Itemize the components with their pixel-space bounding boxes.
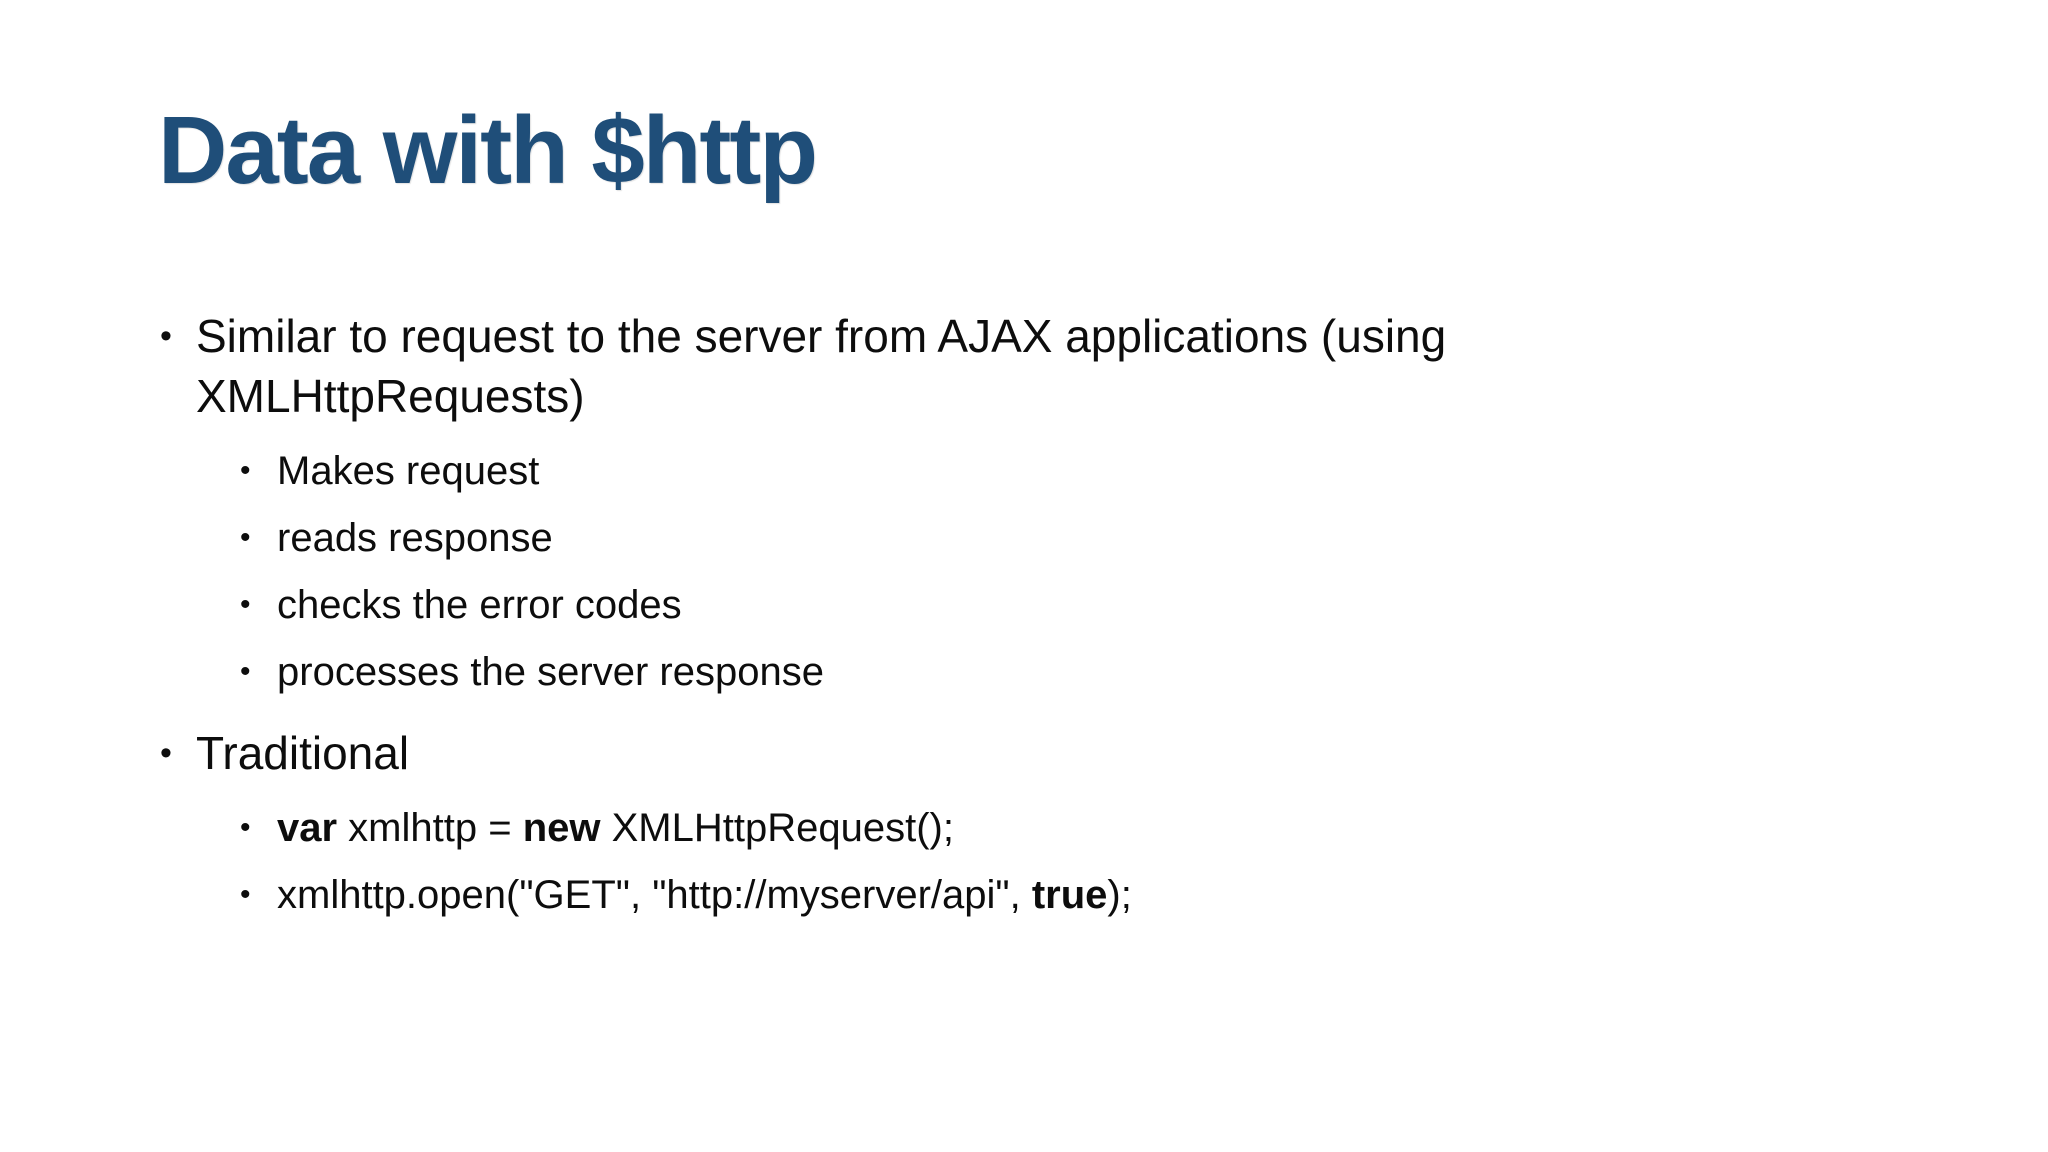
sub-bullet-text: Makes request bbox=[277, 449, 540, 493]
sub-bullet-reads-response: • reads response bbox=[240, 513, 1920, 563]
slide-body: • Similar to request to the server from … bbox=[160, 306, 1920, 937]
bullet-text: Similar to request to the server from AJ… bbox=[196, 306, 1920, 426]
slide-title: Data with $http bbox=[158, 97, 818, 204]
bullet-marker: • bbox=[240, 878, 251, 911]
keyword-true: true bbox=[1031, 873, 1108, 917]
code-text: xmlhttp.open("GET", "http://myserver/api… bbox=[277, 873, 1032, 917]
bullet-marker: • bbox=[240, 655, 251, 688]
code-text: XMLHttpRequest(); bbox=[600, 806, 954, 850]
sub-bullet-text: processes the server response bbox=[277, 650, 824, 694]
bullet-marker: • bbox=[240, 521, 251, 554]
keyword-var: var bbox=[277, 806, 338, 850]
sub-bullet-makes-request: • Makes request bbox=[240, 446, 1920, 496]
bullet-marker: • bbox=[240, 588, 251, 621]
bullet-marker: • bbox=[240, 811, 251, 844]
code-line-var: var xmlhttp = new XMLHttpRequest(); bbox=[277, 803, 1920, 853]
bullet-marker: • bbox=[160, 734, 172, 772]
sub-bullet-checks-error-codes: • checks the error codes bbox=[240, 580, 1920, 630]
sub-bullet-text: reads response bbox=[277, 516, 553, 560]
bullet-item-traditional: • Traditional bbox=[160, 723, 1920, 783]
code-text: ); bbox=[1107, 873, 1132, 917]
bullet-text: Traditional bbox=[196, 727, 410, 779]
sub-bullet-processes-response: • processes the server response bbox=[240, 647, 1920, 697]
bullet-item-similar: • Similar to request to the server from … bbox=[160, 306, 1920, 426]
sub-bullet-text: checks the error codes bbox=[277, 583, 682, 627]
code-line-open: xmlhttp.open("GET", "http://myserver/api… bbox=[277, 870, 1920, 920]
sub-bullet-code-var: • var xmlhttp = new XMLHttpRequest(); bbox=[240, 803, 1920, 853]
keyword-new: new bbox=[522, 806, 601, 850]
sub-bullet-code-open: • xmlhttp.open("GET", "http://myserver/a… bbox=[240, 870, 1920, 920]
bullet-similar-line1: Similar to request to the server from AJ… bbox=[196, 310, 1447, 362]
bullet-marker: • bbox=[160, 317, 172, 355]
code-text: xmlhttp = bbox=[337, 806, 523, 850]
bullet-similar-line2: XMLHttpRequests) bbox=[196, 370, 585, 422]
bullet-marker: • bbox=[240, 454, 251, 487]
